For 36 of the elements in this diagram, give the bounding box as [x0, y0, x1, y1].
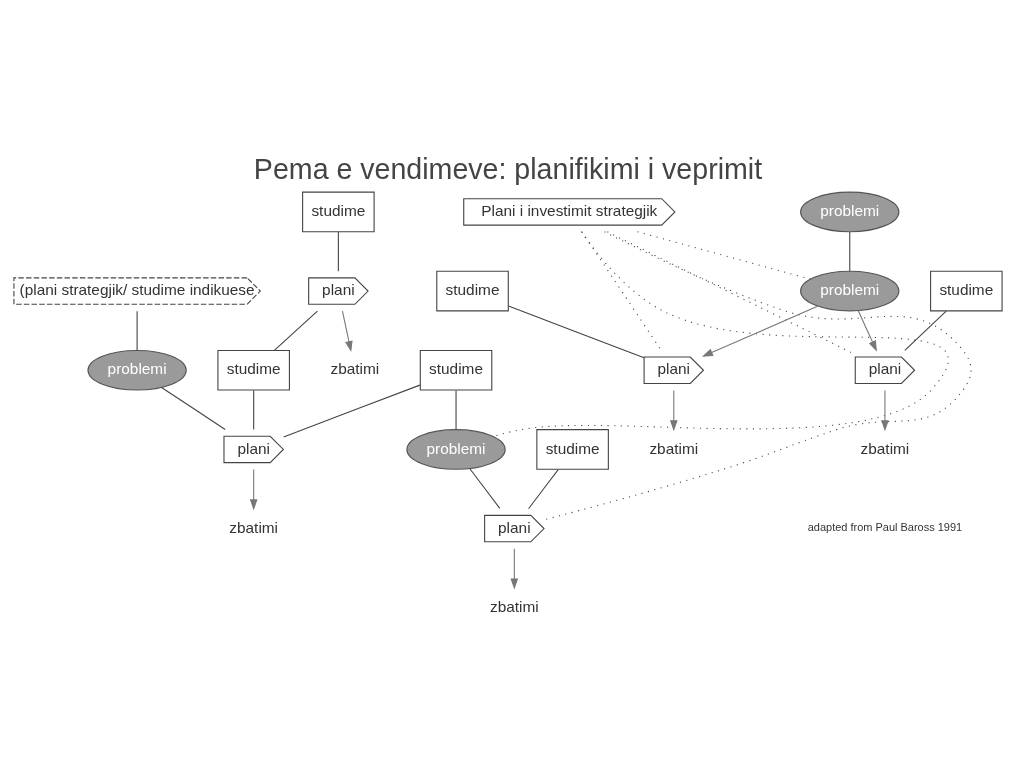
arrow	[857, 310, 877, 352]
connector	[337, 231, 339, 272]
node-text: zbatimi	[860, 439, 909, 457]
node-text: zbatimi	[648, 439, 698, 457]
connector	[282, 384, 420, 438]
node-box: studime	[435, 270, 509, 312]
connector	[903, 310, 947, 351]
node-text: zbatimi	[330, 360, 379, 378]
connector	[527, 469, 559, 510]
node-text: zbatimi	[228, 518, 278, 536]
arrow	[669, 389, 678, 432]
connector	[848, 231, 850, 272]
arrow	[880, 389, 889, 432]
node-box: studime	[929, 270, 1003, 312]
node-ellipse: problemi	[405, 429, 506, 470]
connector	[252, 389, 254, 431]
arrow	[341, 310, 353, 352]
node-box: studime	[301, 191, 375, 233]
connector	[468, 468, 500, 509]
node-box: studime	[216, 349, 290, 391]
node-box: studime	[419, 349, 492, 391]
arrow	[249, 469, 258, 511]
connector	[507, 305, 645, 359]
arrow	[701, 305, 818, 357]
node-ellipse: problemi	[799, 191, 899, 233]
diagram-title: Pema e vendimeve: planifikimi i veprimit	[253, 152, 762, 185]
label: adapted from Paul Baross 1991	[807, 521, 962, 534]
node-ellipse: problemi	[799, 270, 899, 312]
arrow	[509, 548, 518, 590]
connector	[136, 310, 138, 351]
node-ellipse: problemi	[86, 349, 187, 391]
connector	[273, 310, 318, 351]
connector	[455, 389, 457, 431]
connector	[160, 386, 226, 431]
node-text: zbatimi	[489, 597, 539, 615]
node-box: studime	[535, 429, 609, 470]
